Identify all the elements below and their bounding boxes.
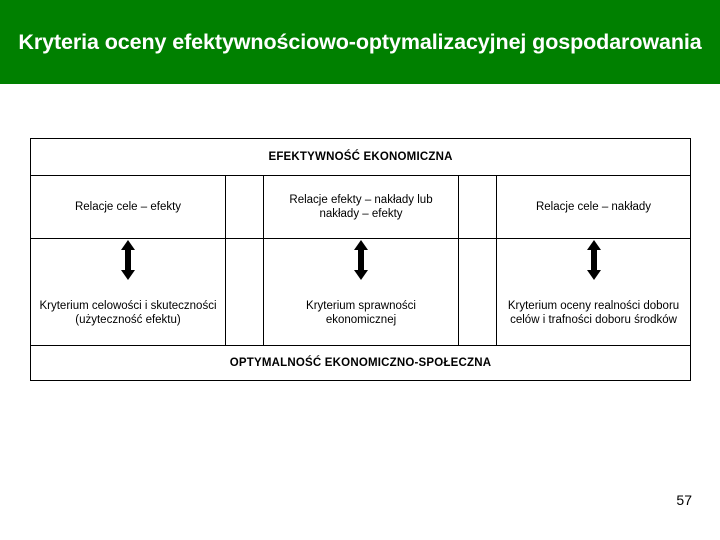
column-1-top-label: Relacje cele – efekty <box>30 175 226 239</box>
column-3-bottom-label: Kryterium oceny realności doboru celów i… <box>495 281 692 346</box>
column-2-top-label: Relacje efekty – nakłady lub nakłady – e… <box>263 175 459 239</box>
column-1-arrow-cell <box>30 238 226 281</box>
diagram-footer-row: OPTYMALNOŚĆ EKONOMICZNO-SPOŁECZNA <box>29 345 692 381</box>
spacer-cell-2 <box>458 175 497 239</box>
spacer-cell-6 <box>458 281 497 346</box>
diagram-bottom-row: Kryterium celowości i skuteczności (użyt… <box>30 281 692 346</box>
double-vertical-arrow-icon <box>586 240 601 280</box>
column-2-arrow-cell <box>263 238 459 281</box>
column-2-bottom-label: Kryterium sprawności ekonomicznej <box>263 281 459 346</box>
diagram-header-label: EFEKTYWNOŚĆ EKONOMICZNA <box>29 138 692 176</box>
column-3-arrow-cell <box>495 238 692 281</box>
page-title: Kryteria oceny efektywnościowo-optymaliz… <box>18 29 702 54</box>
title-banner: Kryteria oceny efektywnościowo-optymaliz… <box>0 0 720 84</box>
column-1-bottom-label: Kryterium celowości i skuteczności (użyt… <box>30 281 226 346</box>
double-vertical-arrow-icon <box>121 240 135 280</box>
spacer-cell-5 <box>225 281 264 346</box>
diagram-top-row: Relacje cele – efekty Relacje efekty – n… <box>30 175 692 239</box>
spacer-cell-1 <box>225 175 264 239</box>
diagram-footer-label: OPTYMALNOŚĆ EKONOMICZNO-SPOŁECZNA <box>29 345 692 381</box>
spacer-cell-4 <box>458 238 497 281</box>
double-vertical-arrow-icon <box>354 240 368 280</box>
page-number: 57 <box>676 492 692 508</box>
diagram-arrow-row <box>30 238 692 281</box>
diagram-header-row: EFEKTYWNOŚĆ EKONOMICZNA <box>29 138 692 176</box>
column-3-top-label: Relacje cele – nakłady <box>495 175 692 239</box>
criteria-diagram: EFEKTYWNOŚĆ EKONOMICZNA Relacje cele – e… <box>29 138 692 381</box>
spacer-cell-3 <box>225 238 264 281</box>
